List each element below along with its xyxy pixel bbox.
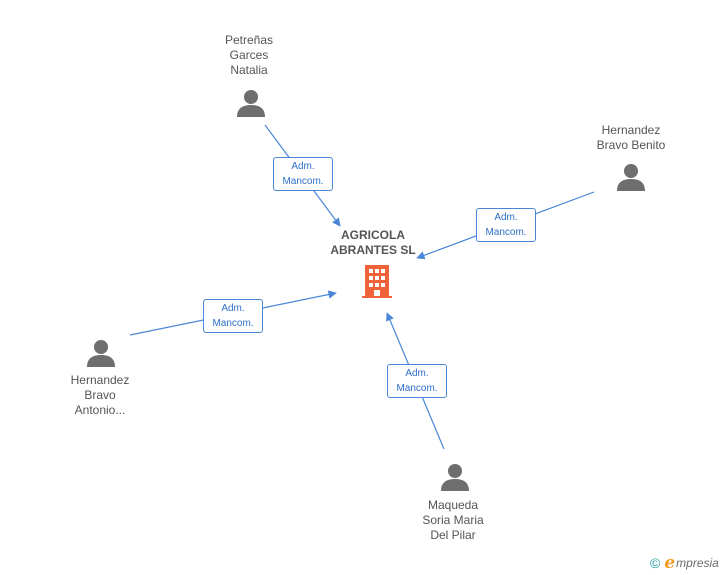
company-name[interactable]: AGRICOLA ABRANTES SL <box>330 228 416 257</box>
copyright-icon: © <box>650 555 661 571</box>
role-label-maqueda[interactable]: Adm. Mancom. <box>387 364 447 398</box>
role-label-benito[interactable]: Adm. Mancom. <box>476 208 536 242</box>
person-icon[interactable] <box>86 338 116 368</box>
empresia-logo[interactable]: © e mpresia <box>650 553 719 573</box>
person-name-antonio[interactable]: Hernandez Bravo Antonio... <box>70 373 130 417</box>
person-icon[interactable] <box>440 462 470 492</box>
person-name-benito[interactable]: Hernandez Bravo Benito <box>596 123 666 152</box>
building-icon[interactable] <box>361 263 393 299</box>
role-label-antonio[interactable]: Adm. Mancom. <box>203 299 263 333</box>
brand-e: e <box>664 553 676 573</box>
role-label-petrenas[interactable]: Adm. Mancom. <box>273 157 333 191</box>
person-name-petrenas[interactable]: Petreñas Garces Natalia <box>224 33 274 77</box>
brand-text: mpresia <box>676 556 719 570</box>
person-icon[interactable] <box>236 88 266 118</box>
person-name-maqueda[interactable]: Maqueda Soria Maria Del Pilar <box>422 498 484 542</box>
person-icon[interactable] <box>616 162 646 192</box>
